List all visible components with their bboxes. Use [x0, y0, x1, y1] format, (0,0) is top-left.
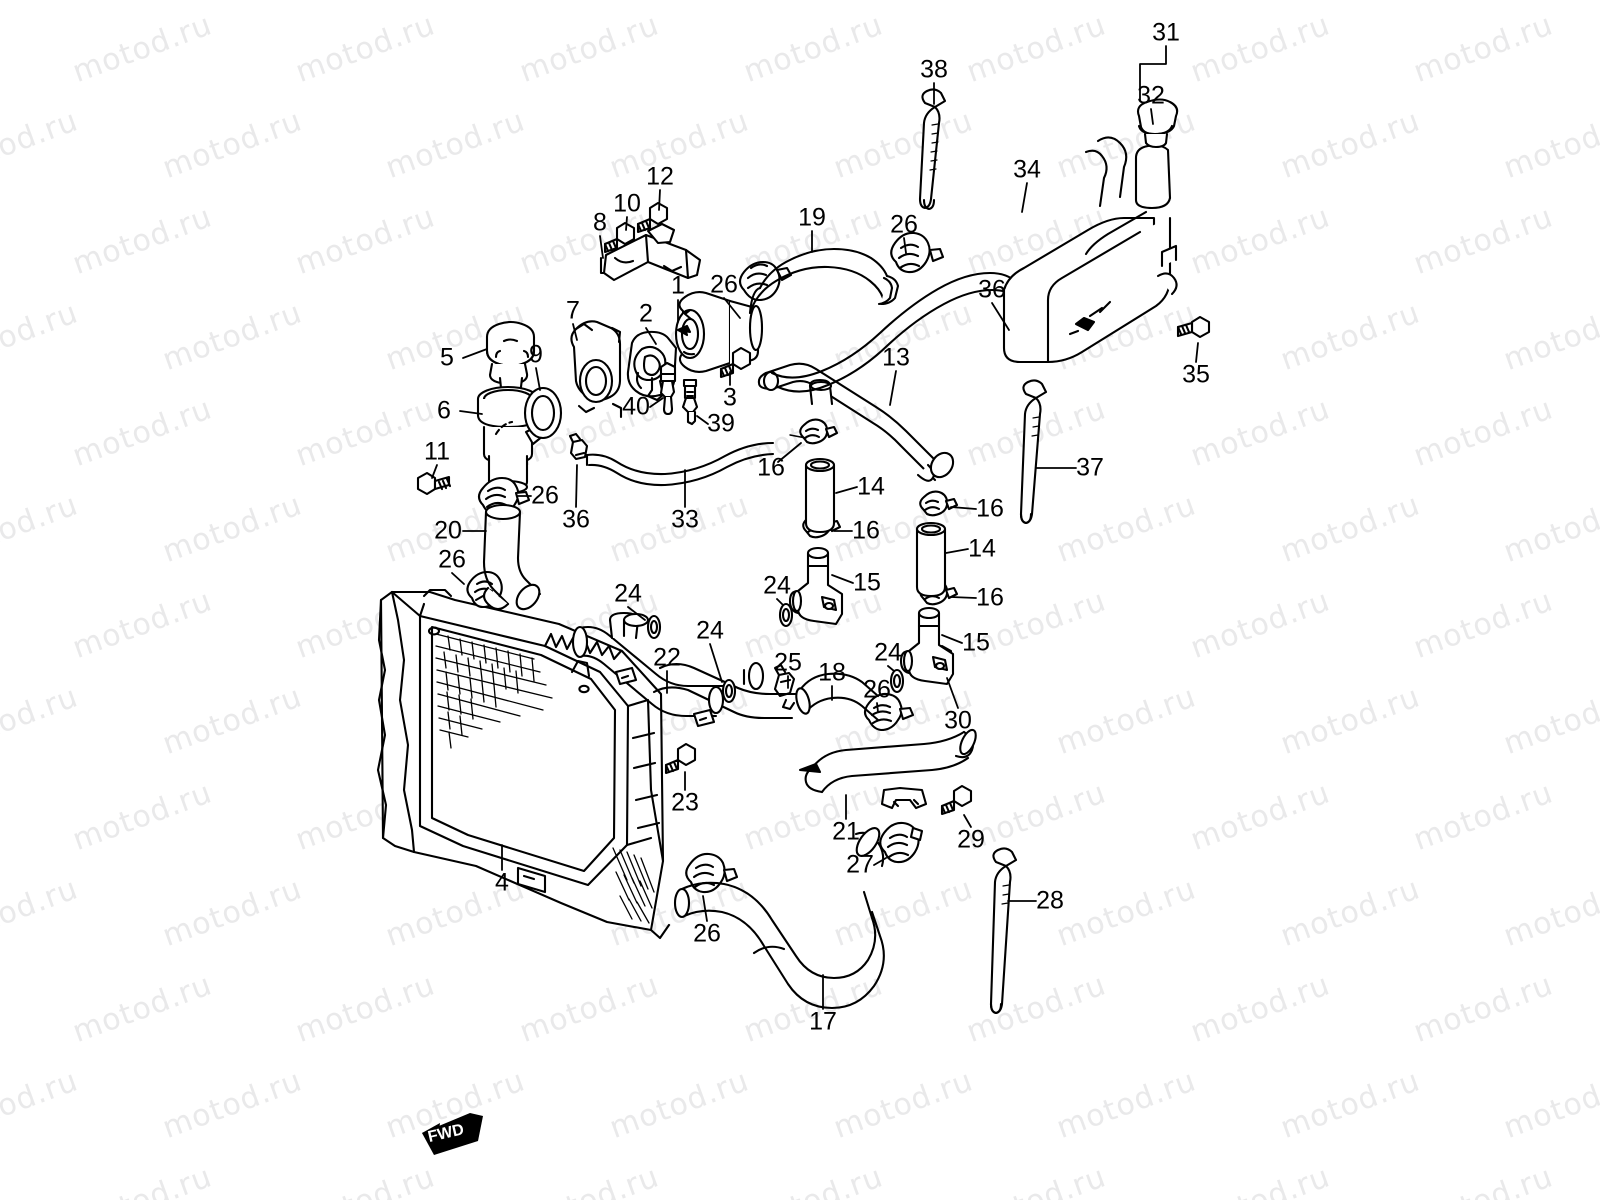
water-hose-14a-shape: [804, 457, 836, 534]
callout-water-temp-sensor[interactable]: 40: [622, 392, 650, 421]
callout-overflow-hose[interactable]: 20: [434, 516, 462, 545]
water-pipe-15b-shape: [899, 606, 955, 686]
callout-hose-clamp-d[interactable]: 26: [438, 545, 466, 574]
water-hose-19-shape: [748, 247, 900, 315]
callout-hose-clamp-a[interactable]: 26: [710, 270, 738, 299]
water-hose-14b-shape: [915, 521, 947, 598]
upper-mount-shape: [646, 222, 676, 245]
callout-bolt-hose-bracket[interactable]: 29: [957, 825, 985, 854]
callout-hose-clip-c[interactable]: 16: [976, 494, 1004, 523]
leader-lines: [431, 45, 1199, 1010]
hose-clamp-26a-shape: [738, 260, 793, 302]
callout-hose-clamp-b[interactable]: 26: [890, 210, 918, 239]
callout-water-hose-short-lower[interactable]: 14: [968, 534, 996, 563]
reservoir-tank-shape: [1002, 98, 1179, 364]
callout-bolt-bracket[interactable]: 10: [613, 189, 641, 218]
callout-bolt-upper[interactable]: 12: [646, 162, 674, 191]
callout-reservoir-tank-assembly[interactable]: 31: [1152, 18, 1180, 47]
callout-reservoir-cap[interactable]: 32: [1137, 81, 1165, 110]
water-temp-sensor-40-shape: [659, 361, 677, 416]
callout-breather-hose[interactable]: 33: [671, 505, 699, 534]
cable-tie-38-shape: [918, 88, 947, 211]
bolt-11-shape: [416, 471, 452, 496]
callout-radiator-assembly[interactable]: 4: [495, 868, 509, 897]
bolt-35-shape: [1176, 315, 1211, 339]
thermo-switch-39-shape: [681, 378, 699, 426]
callout-thermo-switch[interactable]: 39: [707, 409, 735, 438]
callout-o-ring-pipe-b[interactable]: 24: [696, 616, 724, 645]
callout-water-pipe-assembly[interactable]: 22: [653, 643, 681, 672]
callout-filler-neck[interactable]: 6: [437, 396, 451, 425]
callout-hose-clamp-e[interactable]: 26: [693, 919, 721, 948]
callout-reservoir-hose[interactable]: 34: [1013, 155, 1041, 184]
o-ring-24-shapes: [646, 602, 905, 704]
callout-cable-tie-short[interactable]: 37: [1076, 453, 1104, 482]
callout-bolt-thermostat-case[interactable]: 3: [723, 383, 737, 412]
water-pipe-15a-shape: [788, 546, 844, 626]
callout-o-ring-pipe-c[interactable]: 24: [763, 571, 791, 600]
callout-water-hose-upper[interactable]: 19: [798, 203, 826, 232]
callout-water-hose-return[interactable]: 21: [832, 817, 860, 846]
bolt-29-shape: [940, 784, 973, 816]
callout-hose-clip-breather-b[interactable]: 36: [978, 275, 1006, 304]
bolt-23-shape: [664, 742, 697, 775]
callout-thermostat[interactable]: 2: [639, 299, 653, 328]
radiator-cap-shape: [485, 320, 536, 394]
hose-clip-36a-shape: [568, 432, 589, 461]
callout-o-ring[interactable]: 9: [529, 340, 543, 369]
callout-bolt-filler-neck[interactable]: 11: [424, 437, 450, 466]
callout-hose-clamp-f[interactable]: 26: [863, 675, 891, 704]
overflow-hose-20-shape: [482, 503, 542, 611]
hose-clamp-26b-shape: [890, 231, 945, 274]
callout-hose-clip-b[interactable]: 16: [852, 516, 880, 545]
callout-hose-clip-breather-a[interactable]: 36: [562, 505, 590, 534]
callout-bracket[interactable]: 8: [593, 208, 607, 237]
water-hose-21-shape: [798, 728, 977, 810]
callout-o-ring-pipe-d[interactable]: 24: [874, 638, 902, 667]
hose-clip-16a-shape: [799, 418, 839, 445]
cable-tie-37-shape: [1019, 379, 1048, 525]
callout-radiator-cap[interactable]: 5: [440, 343, 454, 372]
callout-water-hose-bypass[interactable]: 18: [818, 658, 846, 687]
o-ring-9-shape: [523, 386, 563, 440]
thermostat-cover-shape: [570, 320, 623, 419]
callout-o-ring-pipe-a[interactable]: 24: [614, 579, 642, 608]
callout-cable-tie-long[interactable]: 28: [1036, 886, 1064, 915]
callout-water-pipe-upper[interactable]: 15: [853, 568, 881, 597]
callout-hose-clamp-lower[interactable]: 27: [846, 850, 874, 879]
water-hose-17-shape: [673, 827, 885, 1010]
water-pipe-22-shape: [571, 611, 802, 728]
hose-clamp-26c-shape: [477, 476, 531, 517]
breather-hose-33-shape: [585, 441, 775, 487]
callout-hose-clamp-bypass[interactable]: 25: [774, 648, 802, 677]
callout-bolt-water-pipe-lower[interactable]: 30: [944, 706, 972, 735]
callout-water-pipe-lower[interactable]: 15: [962, 628, 990, 657]
callout-thermostat-cover[interactable]: 7: [566, 296, 580, 325]
callout-thermostat-case[interactable]: 1: [671, 271, 685, 300]
callout-bolt-reservoir[interactable]: 35: [1182, 360, 1210, 389]
hose-clamp-26f-shape: [863, 692, 915, 732]
cable-tie-28-shape: [989, 847, 1018, 1015]
radiator-assembly-shape: [376, 588, 671, 940]
callout-water-hose-lower-inlet[interactable]: 17: [809, 1007, 837, 1036]
callout-hose-clip-a[interactable]: 16: [757, 453, 785, 482]
bolt-12-shape: [636, 201, 669, 234]
hose-clip-16c-shape: [919, 490, 959, 517]
callout-water-hose-main[interactable]: 13: [882, 343, 910, 372]
callout-hose-clamp-c[interactable]: 26: [531, 481, 559, 510]
hose-clamp-27-shape: [879, 821, 924, 864]
callout-cable-tie-upper[interactable]: 38: [920, 55, 948, 84]
bolt-10-shape: [603, 221, 636, 254]
callout-hose-clip-d[interactable]: 16: [976, 583, 1004, 612]
callout-bolt-water-pipe[interactable]: 23: [671, 788, 699, 817]
callout-water-hose-short-upper[interactable]: 14: [857, 472, 885, 501]
